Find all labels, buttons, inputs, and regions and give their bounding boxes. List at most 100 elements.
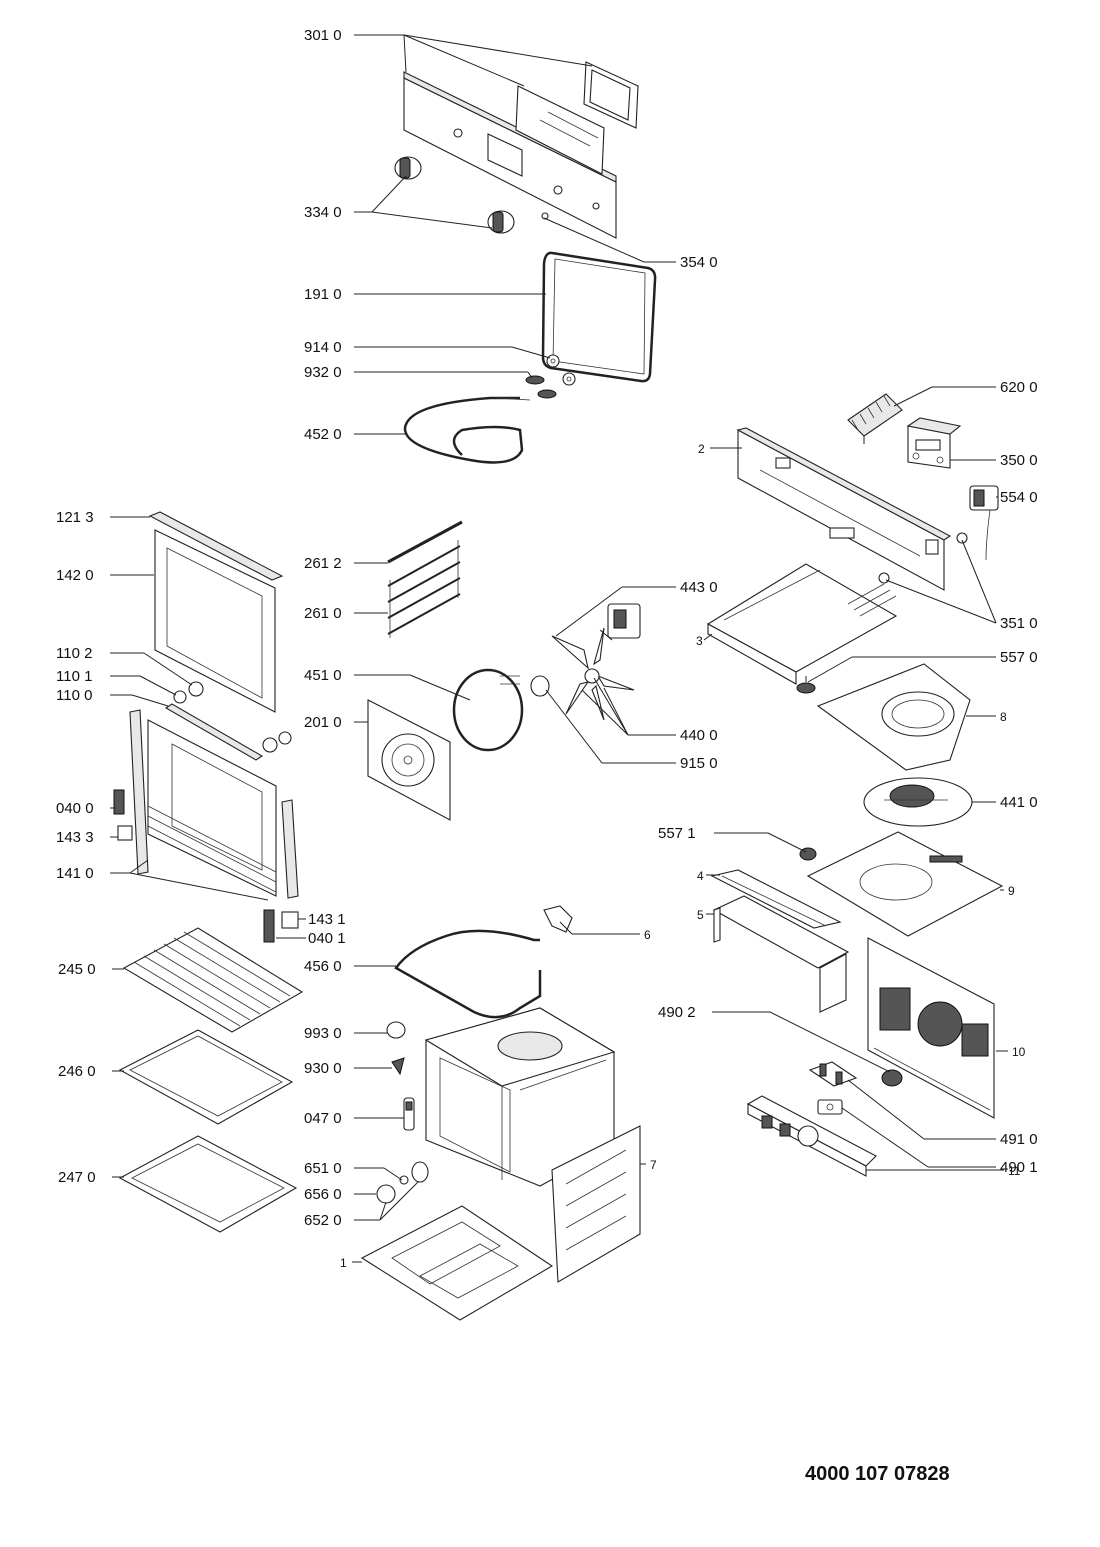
- label-350-0: 350 0: [1000, 452, 1038, 469]
- label-3: 3: [696, 634, 703, 648]
- part-baking-tray: [118, 1029, 294, 1125]
- part-door-top-profile: [148, 511, 284, 581]
- part-front-profile: [710, 869, 842, 929]
- label-261-2: 261 2: [304, 555, 342, 572]
- label-5: 5: [697, 908, 704, 922]
- label-247-0: 247 0: [58, 1169, 96, 1186]
- label-620-0: 620 0: [1000, 379, 1038, 396]
- part-top-cover: [806, 831, 1004, 937]
- part-wire-shelf: [122, 927, 304, 1033]
- part-fan-blade: [551, 627, 635, 721]
- label-121-3: 121 3: [56, 509, 94, 526]
- label-7: 7: [650, 1158, 657, 1172]
- part-hinge-left-upper: [113, 789, 125, 815]
- label-490-2: 490 2: [658, 1004, 696, 1021]
- label-557-0: 557 0: [1000, 649, 1038, 666]
- label-6: 6: [644, 928, 651, 942]
- label-261-0: 261 0: [304, 605, 342, 622]
- label-441-0: 441 0: [1000, 794, 1038, 811]
- part-electronic-timer: [906, 417, 962, 469]
- part-element-bracket: [543, 905, 573, 933]
- part-inner-door: [147, 719, 277, 897]
- label-554-0: 554 0: [1000, 489, 1038, 506]
- part-labels: 301 0 334 0 354 0 191 0 914 0 932 0 452 …: [56, 27, 1038, 1270]
- label-456-0: 456 0: [304, 958, 342, 975]
- part-terminal-block: [847, 393, 903, 444]
- part-oven-cavity: [424, 1007, 616, 1187]
- part-hinge-cover-upper: [117, 825, 133, 841]
- part-door-switch: [403, 1097, 415, 1131]
- part-control-bracket: [736, 427, 968, 591]
- label-651-0: 651 0: [304, 1160, 342, 1177]
- part-back-wall: [867, 937, 995, 1119]
- leader-lines: [110, 34, 1008, 1263]
- part-lamp-cover: [386, 1021, 406, 1039]
- part-clip: [391, 1057, 405, 1076]
- label-652-0: 652 0: [304, 1212, 342, 1229]
- part-door-side-profile-right: [281, 799, 299, 899]
- label-351-0: 351 0: [1000, 615, 1038, 632]
- label-143-3: 143 3: [56, 829, 94, 846]
- label-354-0: 354 0: [680, 254, 718, 271]
- part-knob-lower: [487, 210, 515, 234]
- label-245-0: 245 0: [58, 961, 96, 978]
- label-4: 4: [697, 869, 704, 883]
- label-490-1: 490 1: [1000, 1159, 1038, 1176]
- part-door-side-profile-left: [129, 709, 149, 875]
- label-2: 2: [698, 442, 705, 456]
- part-springs: [525, 375, 557, 399]
- label-9: 9: [1008, 884, 1015, 898]
- label-141-0: 141 0: [56, 865, 94, 882]
- label-1: 1: [340, 1256, 347, 1270]
- part-side-bracket: [712, 895, 850, 1013]
- label-10: 10: [1012, 1045, 1026, 1059]
- part-side-rack: [387, 540, 461, 638]
- part-door-gasket: [541, 251, 657, 383]
- part-grill-element: [403, 396, 531, 464]
- part-switch-bracket: [746, 1095, 877, 1177]
- part-rack-rail: [387, 520, 463, 564]
- label-451-0: 451 0: [304, 667, 342, 684]
- label-110-0: 110 0: [56, 687, 92, 704]
- label-440-0: 440 0: [680, 727, 718, 744]
- part-fan-cover: [367, 699, 451, 821]
- part-fan-shroud: [816, 663, 971, 771]
- label-915-0: 915 0: [680, 755, 718, 772]
- label-191-0: 191 0: [304, 286, 342, 303]
- part-fan-nut: [530, 675, 550, 697]
- part-circuit-cover: [706, 563, 898, 685]
- label-452-0: 452 0: [304, 426, 342, 443]
- part-lamp-seal: [399, 1175, 409, 1185]
- label-8: 8: [1000, 710, 1007, 724]
- part-bottom-plate: [360, 1205, 554, 1321]
- label-040-0: 040 0: [56, 800, 94, 817]
- label-110-2: 110 2: [56, 645, 92, 662]
- part-circular-element: [452, 668, 524, 752]
- label-11: 11: [1008, 1164, 1021, 1178]
- part-switch-knob: [881, 1069, 903, 1087]
- label-142-0: 142 0: [56, 567, 94, 584]
- part-safety-thermostat-upper: [796, 676, 816, 694]
- part-lamp-holder: [411, 1161, 429, 1183]
- label-246-0: 246 0: [58, 1063, 96, 1080]
- part-rear-cover: [551, 1125, 641, 1283]
- label-932-0: 932 0: [304, 364, 342, 381]
- part-selector-switch: [808, 1061, 858, 1087]
- label-334-0: 334 0: [304, 204, 342, 221]
- part-cooling-fan: [863, 777, 973, 827]
- label-040-1: 040 1: [308, 930, 346, 947]
- part-fan-motor: [599, 603, 641, 641]
- part-hinge-left-lower: [263, 909, 275, 943]
- part-hinge-cover-lower: [281, 911, 299, 929]
- label-930-0: 930 0: [304, 1060, 342, 1077]
- label-301-0: 301 0: [304, 27, 342, 44]
- part-glass-spacers: [164, 681, 292, 761]
- label-993-0: 993 0: [304, 1025, 342, 1042]
- label-557-1: 557 1: [658, 825, 696, 842]
- document-number: 4000 107 07828: [805, 1463, 950, 1485]
- label-143-1: 143 1: [308, 911, 346, 928]
- part-bottom-element: [394, 929, 542, 1019]
- label-110-1: 110 1: [56, 668, 92, 685]
- part-knob-upper: [394, 156, 422, 180]
